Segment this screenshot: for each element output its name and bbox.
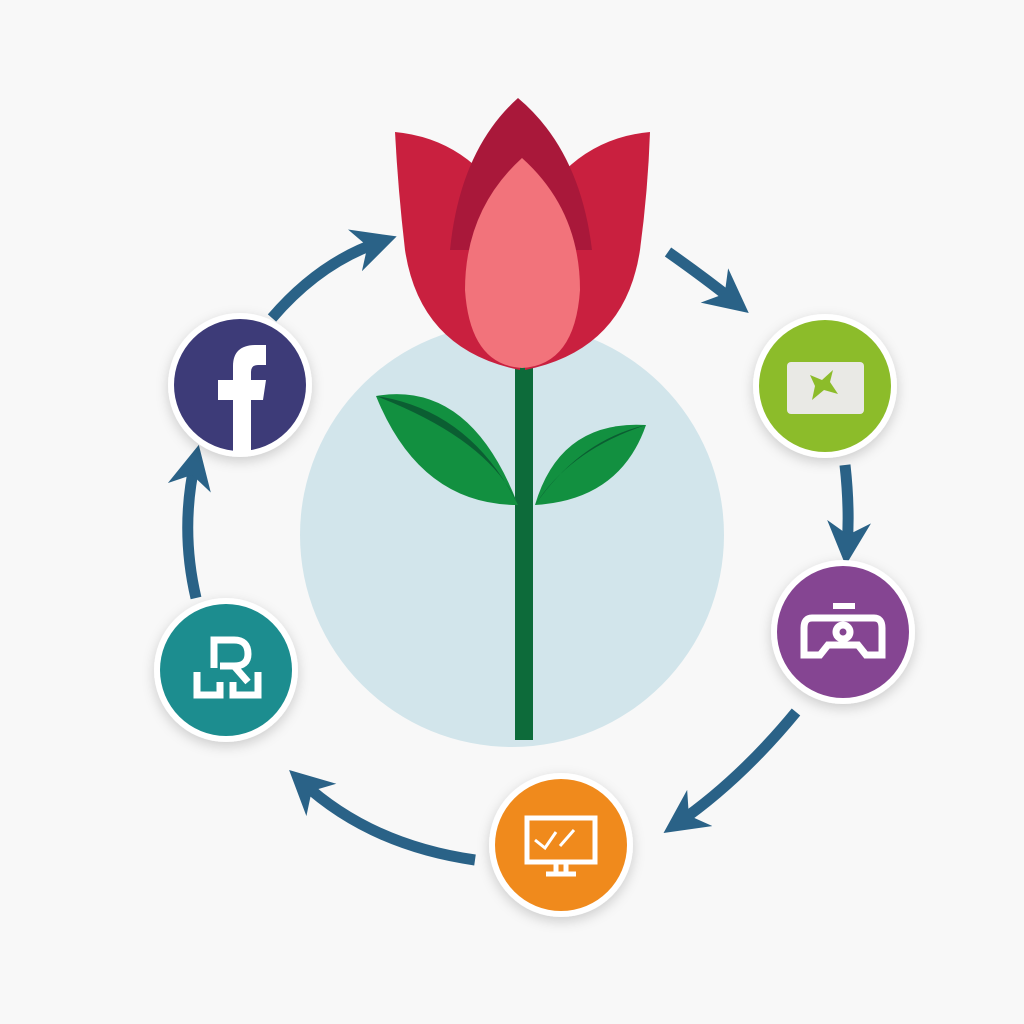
r-boxes-icon xyxy=(193,636,262,699)
arrow-tulip-to-green xyxy=(664,247,749,313)
left-leaf xyxy=(376,394,518,505)
center-circle xyxy=(300,323,724,747)
arrow-green-to-purple xyxy=(827,464,872,566)
tulip-stem xyxy=(515,365,533,740)
arrow-facebook-to-tulip xyxy=(267,229,397,322)
petal-inner xyxy=(465,158,580,368)
right-leaf xyxy=(535,424,646,505)
arrow-purple-to-orange xyxy=(663,708,801,834)
image-card-icon xyxy=(787,362,864,414)
monitor-chart-icon xyxy=(524,815,598,877)
node-r-boxes[interactable] xyxy=(154,598,298,742)
facebook-icon xyxy=(218,345,266,452)
tulip-illustration xyxy=(376,98,650,740)
arrow-teal-to-facebook xyxy=(167,444,211,600)
node-gamepad[interactable] xyxy=(771,560,915,704)
arrow-orange-to-teal xyxy=(289,770,476,866)
gamepad-icon xyxy=(800,603,886,659)
